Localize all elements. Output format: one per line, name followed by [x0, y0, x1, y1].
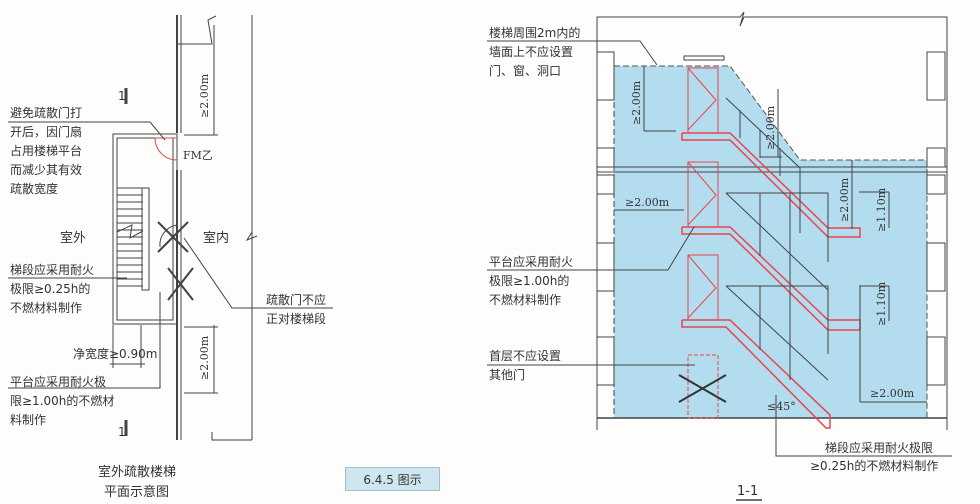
leader-line [183, 237, 333, 309]
leader-lines [487, 40, 952, 457]
svg-text:占用楼梯平台: 占用楼梯平台 [10, 143, 82, 158]
svg-text:疏散宽度: 疏散宽度 [10, 181, 58, 196]
door-swing-bad [159, 224, 178, 248]
cross-mark-icon [157, 221, 194, 301]
svg-text:梯段应采用耐火: 梯段应采用耐火 [10, 262, 94, 277]
lintel [683, 55, 725, 61]
figure-number: 6.4.5 图示 [345, 467, 440, 491]
stair-enclosure [112, 133, 178, 325]
handrail [141, 187, 150, 291]
section-title: 1-1 [737, 484, 758, 499]
svg-text:≥0.25h的不燃材料制作: ≥0.25h的不燃材料制作 [810, 458, 938, 473]
dim-horizontal-left: ≥2.00m [625, 196, 670, 209]
svg-text:开后，因门扇: 开后，因门扇 [10, 124, 82, 139]
svg-text:料制作: 料制作 [10, 413, 46, 427]
plan-caption: 平面示意图 [104, 484, 169, 500]
break-mark [245, 231, 258, 242]
svg-text:首层不应设置: 首层不应设置 [489, 348, 561, 363]
railings [725, 97, 829, 381]
svg-text:楼梯周围2m内的: 楼梯周围2m内的 [489, 25, 580, 40]
note-wall: 楼梯周围2m内的 墙面上不应设置 门、窗、洞口 [489, 25, 580, 78]
svg-text:避免疏散门打: 避免疏散门打 [10, 105, 82, 120]
stair-enclosure-inner [116, 137, 174, 321]
door-swing-fm [154, 137, 178, 161]
svg-text:限≥1.00h的不燃材: 限≥1.00h的不燃材 [10, 393, 114, 408]
break-line [177, 15, 217, 45]
outer-line [211, 432, 252, 441]
svg-text:墙面上不应设置: 墙面上不应设置 [489, 44, 573, 59]
dim-top: ≥2.00m [198, 73, 211, 118]
building-outline [596, 11, 948, 430]
svg-text:而减少其有效: 而减少其有效 [10, 162, 82, 177]
inside-label: 室内 [203, 230, 229, 246]
dim-vertical-left: ≥2.00m [630, 80, 643, 125]
svg-text:门、窗、洞口: 门、窗、洞口 [489, 63, 561, 78]
note-platform-section: 平台应采用耐火 极限≥1.00h的 不燃材料制作 [489, 254, 573, 307]
outside-label: 室外 [60, 230, 86, 246]
leader-line [8, 121, 166, 141]
note-door-swing: 避免疏散门打 开后，因门扇 占用楼梯平台 而减少其有效 疏散宽度 [10, 105, 82, 196]
svg-text:平台应采用耐火: 平台应采用耐火 [489, 254, 573, 269]
dim-vertical-mid: ≥2.00m [764, 105, 777, 150]
section-view [487, 11, 952, 501]
leader-line [8, 292, 161, 389]
note-flight-section: 梯段应采用耐火极限 ≥0.25h的不燃材料制作 [810, 440, 938, 473]
svg-text:梯段应采用耐火极限: 梯段应采用耐火极限 [825, 440, 933, 455]
note-ground: 首层不应设置 其他门 [489, 348, 561, 382]
plan-view [8, 15, 333, 441]
note-platform: 平台应采用耐火极 限≥1.00h的不燃材 料制作 [10, 374, 114, 427]
angle-label: ≤45° [767, 400, 796, 413]
dim-rail-lower: ≥1.10m [875, 281, 888, 326]
svg-text:极限≥0.25h的: 极限≥0.25h的 [10, 281, 90, 296]
note-flight: 梯段应采用耐火 极限≥0.25h的 不燃材料制作 [10, 262, 94, 315]
svg-text:正对楼梯段: 正对楼梯段 [266, 311, 326, 326]
note-door-position: 疏散门不应 正对楼梯段 [266, 292, 326, 326]
svg-text:不燃材料制作: 不燃材料制作 [489, 292, 561, 307]
door-label: FM乙 [183, 149, 213, 162]
windows [596, 51, 946, 386]
clear-width-note: 净宽度≥0.90m [73, 346, 157, 361]
svg-text:疏散门不应: 疏散门不应 [266, 292, 326, 307]
dim-horizontal-right: ≥2.00m [870, 387, 915, 400]
svg-text:平台应采用耐火极: 平台应采用耐火极 [10, 374, 106, 389]
dimension-lines [614, 66, 927, 403]
plan-caption: 室外疏散楼梯 [98, 464, 176, 480]
section-mark-label: 1 [118, 89, 126, 103]
dim-vertical-right: ≥2.00m [838, 177, 851, 222]
dim-bottom: ≥2.00m [198, 335, 211, 380]
stair-treads [116, 187, 144, 287]
svg-text:极限≥1.00h的: 极限≥1.00h的 [489, 273, 569, 288]
svg-text:不燃材料制作: 不燃材料制作 [10, 300, 82, 315]
section-mark-label: 1 [118, 425, 126, 439]
dim-rail-upper: ≥1.10m [875, 187, 888, 232]
svg-text:其他门: 其他门 [489, 367, 525, 382]
